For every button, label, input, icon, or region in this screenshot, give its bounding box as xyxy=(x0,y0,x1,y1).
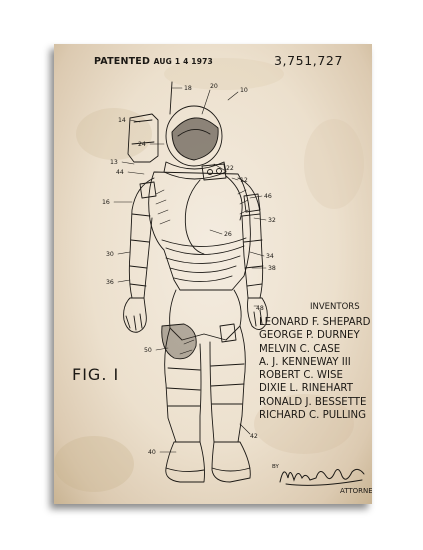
ref-numeral-44: 44 xyxy=(116,169,124,176)
ref-numeral-42: 42 xyxy=(250,433,258,440)
inventor-name: DIXIE L. RINEHART xyxy=(259,383,353,395)
ref-numeral-14: 14 xyxy=(118,117,126,124)
ref-numeral-36: 36 xyxy=(106,279,114,286)
paper-stains xyxy=(54,58,364,492)
inventors-list: LEONARD F. SHEPARD GEORGE P. DURNEY MELV… xyxy=(259,316,371,422)
ref-numeral-24: 24 xyxy=(138,141,146,148)
ref-numeral-16: 16 xyxy=(102,199,110,206)
patented-date: PATENTED AUG 1 4 1973 xyxy=(94,56,213,67)
inventor-name: ROBERT C. WISE xyxy=(259,370,343,382)
inventor-name: LEONARD F. SHEPARD xyxy=(259,317,371,328)
ref-numeral-32: 32 xyxy=(268,217,276,224)
by-label: BY xyxy=(272,464,279,470)
patent-poster: PATENTED AUG 1 4 1973 3,751,727 xyxy=(54,44,372,504)
inventor-name: RICHARD C. PULLING xyxy=(259,410,367,422)
ref-numeral-10: 10 xyxy=(240,87,248,94)
attorney-signature xyxy=(279,468,365,486)
ref-numeral-50: 50 xyxy=(144,347,152,354)
inventor-name: GEORGE P. DURNEY xyxy=(259,330,360,342)
ref-numeral-46: 46 xyxy=(264,193,272,200)
ref-numeral-13: 13 xyxy=(110,159,118,166)
ref-numeral-18: 18 xyxy=(184,85,192,92)
ref-numeral-48: 48 xyxy=(256,305,264,312)
ref-numeral-22: 22 xyxy=(226,165,234,172)
inventor-name: MELVIN C. CASE xyxy=(259,343,341,355)
ref-numeral-34: 34 xyxy=(266,253,274,260)
ref-numeral-12: 12 xyxy=(240,177,248,184)
inventors-heading: INVENTORS xyxy=(310,302,360,312)
patent-number: 3,751,727 xyxy=(274,53,344,68)
inventor-name: RONALD J. BESSETTE xyxy=(259,396,367,408)
ref-numeral-30: 30 xyxy=(106,251,114,258)
ref-numeral-26: 26 xyxy=(224,231,232,238)
figure-label: FIG. I xyxy=(72,365,120,384)
ref-numeral-38: 38 xyxy=(268,265,276,272)
inventor-name: A. J. KENNEWAY III xyxy=(259,356,351,368)
attorney-label: ATTORNEY xyxy=(340,487,372,495)
ref-numeral-20: 20 xyxy=(210,83,218,90)
ref-numeral-40: 40 xyxy=(148,449,156,456)
astronaut-spacesuit-illustration: 18 20 10 14 24 22 12 13 44 46 16 32 26 3… xyxy=(102,81,276,483)
